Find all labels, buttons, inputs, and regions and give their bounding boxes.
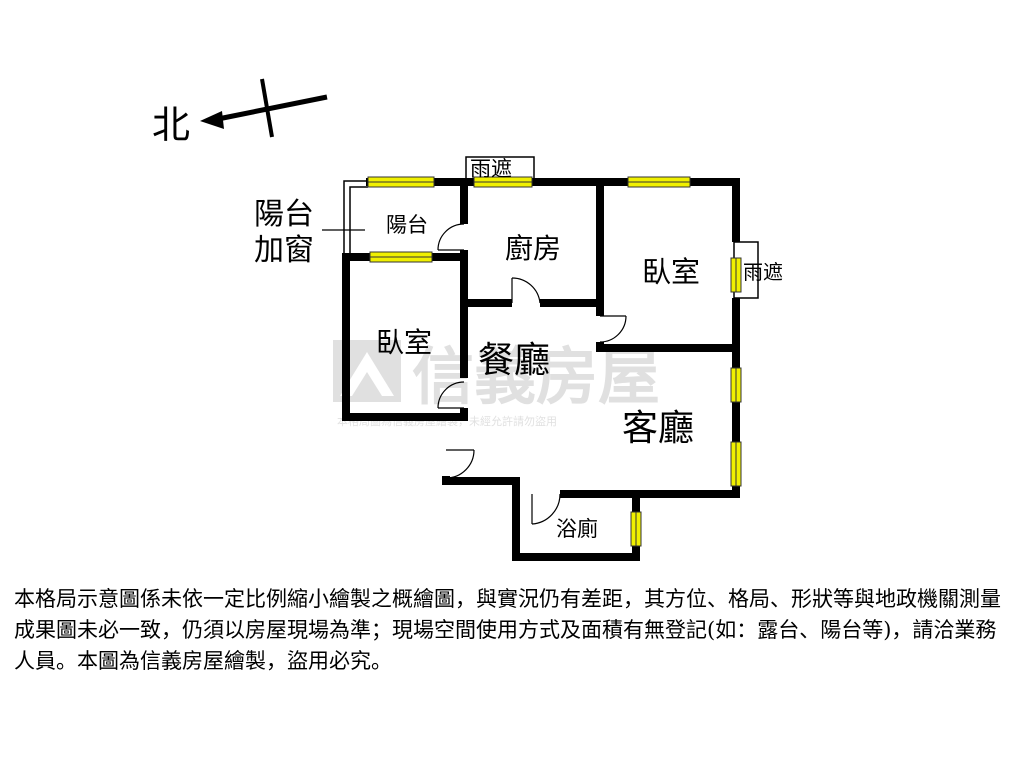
door-bathroom: [531, 493, 561, 525]
wall-kitchen-bedroom: [596, 178, 604, 316]
wall-bedroom-west-right-low: [460, 408, 468, 421]
doors: [437, 223, 627, 525]
wall-balcony-kitchen-lower: [460, 250, 468, 378]
room-bedroom-west: 臥室: [376, 326, 432, 359]
wall-right-mid: [732, 298, 740, 368]
balcony-enclosure-outline: [343, 180, 370, 258]
door-bedroom-east: [599, 315, 627, 343]
compass-arrowhead-icon: [200, 111, 224, 129]
room-dining: 餐廳: [478, 340, 550, 381]
wall-bedroom-west-left: [342, 253, 350, 421]
label-canopy-top: 雨遮: [470, 157, 512, 181]
compass-cross-line: [260, 78, 274, 138]
room-bathroom: 浴廁: [556, 517, 598, 541]
wall-bathroom-right-high: [632, 490, 640, 512]
label-balcony-window-line1: 陽台: [254, 197, 314, 232]
label-balcony-window-line2: 加窗: [254, 233, 314, 268]
wall-bottom-entry: [442, 477, 520, 485]
wall-bedroom-west-bottom: [342, 413, 468, 421]
wall-right-upper: [732, 178, 740, 242]
compass-north-label: 北: [152, 103, 190, 147]
door-balcony: [437, 223, 465, 251]
windows: [367, 176, 742, 547]
door-entry: [445, 449, 475, 479]
wall-bedroom-east-bottom: [596, 344, 740, 352]
wall-balcony-kitchen-upper: [460, 178, 468, 224]
wall-entry-right: [512, 477, 520, 561]
wall-kitchen-bottom-left: [466, 299, 512, 307]
compass-arrow-line: [217, 94, 328, 122]
wall-kitchen-bottom-right: [540, 299, 604, 307]
wall-bathroom-right-low: [632, 546, 640, 561]
compass: 北: [152, 78, 328, 147]
disclaimer-text: 本格局示意圖係未依一定比例縮小繪製之概繪圖，與實況仍有差距，其方位、格局、形狀等…: [14, 587, 1001, 673]
balcony-enclosure-inner: [349, 186, 368, 258]
room-kitchen: 廚房: [505, 232, 561, 265]
wall-right-lower: [732, 402, 740, 442]
wall-bottom-right: [560, 490, 740, 498]
label-canopy-right: 雨遮: [743, 260, 783, 284]
labels: 陽台 加窗 雨遮 雨遮 陽台 廚房 臥室 臥室 餐廳 客廳 浴廁: [254, 157, 783, 541]
wall-bathroom-bottom: [512, 553, 640, 561]
room-living: 客廳: [622, 408, 694, 449]
watermark-brand: 信義房屋: [412, 340, 660, 413]
room-bedroom-east: 臥室: [642, 255, 700, 289]
room-balcony: 陽台: [386, 213, 428, 237]
door-bedroom-west: [437, 381, 465, 409]
door-kitchen: [511, 277, 541, 304]
